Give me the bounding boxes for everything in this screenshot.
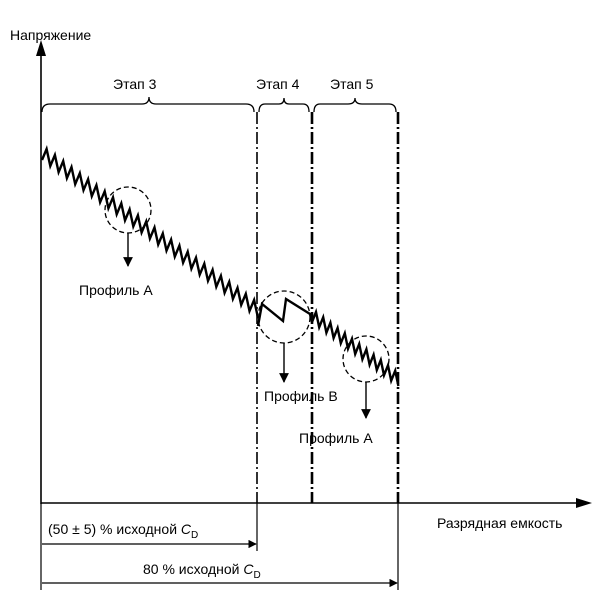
profile-a-label-1: Профиль А: [79, 282, 153, 298]
stage-boundaries: [256, 112, 400, 503]
sawtooth-stage-4: [256, 296, 314, 327]
right-arrow-icon: [576, 498, 592, 508]
profile-a-label-2: Профиль А: [299, 430, 373, 446]
stage-4-label: Этап 4: [256, 76, 300, 92]
up-arrow-icon: [36, 40, 46, 56]
dimension-label-first: (50 ± 5) % исходной CD: [48, 521, 198, 541]
brace-stage-3: [41, 96, 255, 113]
stage-3-label: Этап 3: [113, 76, 157, 92]
sawtooth-stage-3: [40, 145, 259, 318]
dimension-label-second: 80 % исходной CD: [143, 561, 261, 581]
dashed-circle-icon: [342, 335, 390, 383]
x-axis-label: Разрядная емкость: [437, 515, 562, 531]
stage-5-label: Этап 5: [330, 76, 374, 92]
sawtooth-stage-5: [310, 307, 400, 387]
y-axis-label: Напряжение: [10, 27, 91, 43]
brace-stage-5: [313, 97, 397, 113]
stage-braces: [41, 96, 397, 113]
profile-b-label: Профиль В: [264, 388, 338, 404]
dashed-circle-icon: [104, 186, 152, 234]
brace-stage-4: [258, 97, 310, 113]
